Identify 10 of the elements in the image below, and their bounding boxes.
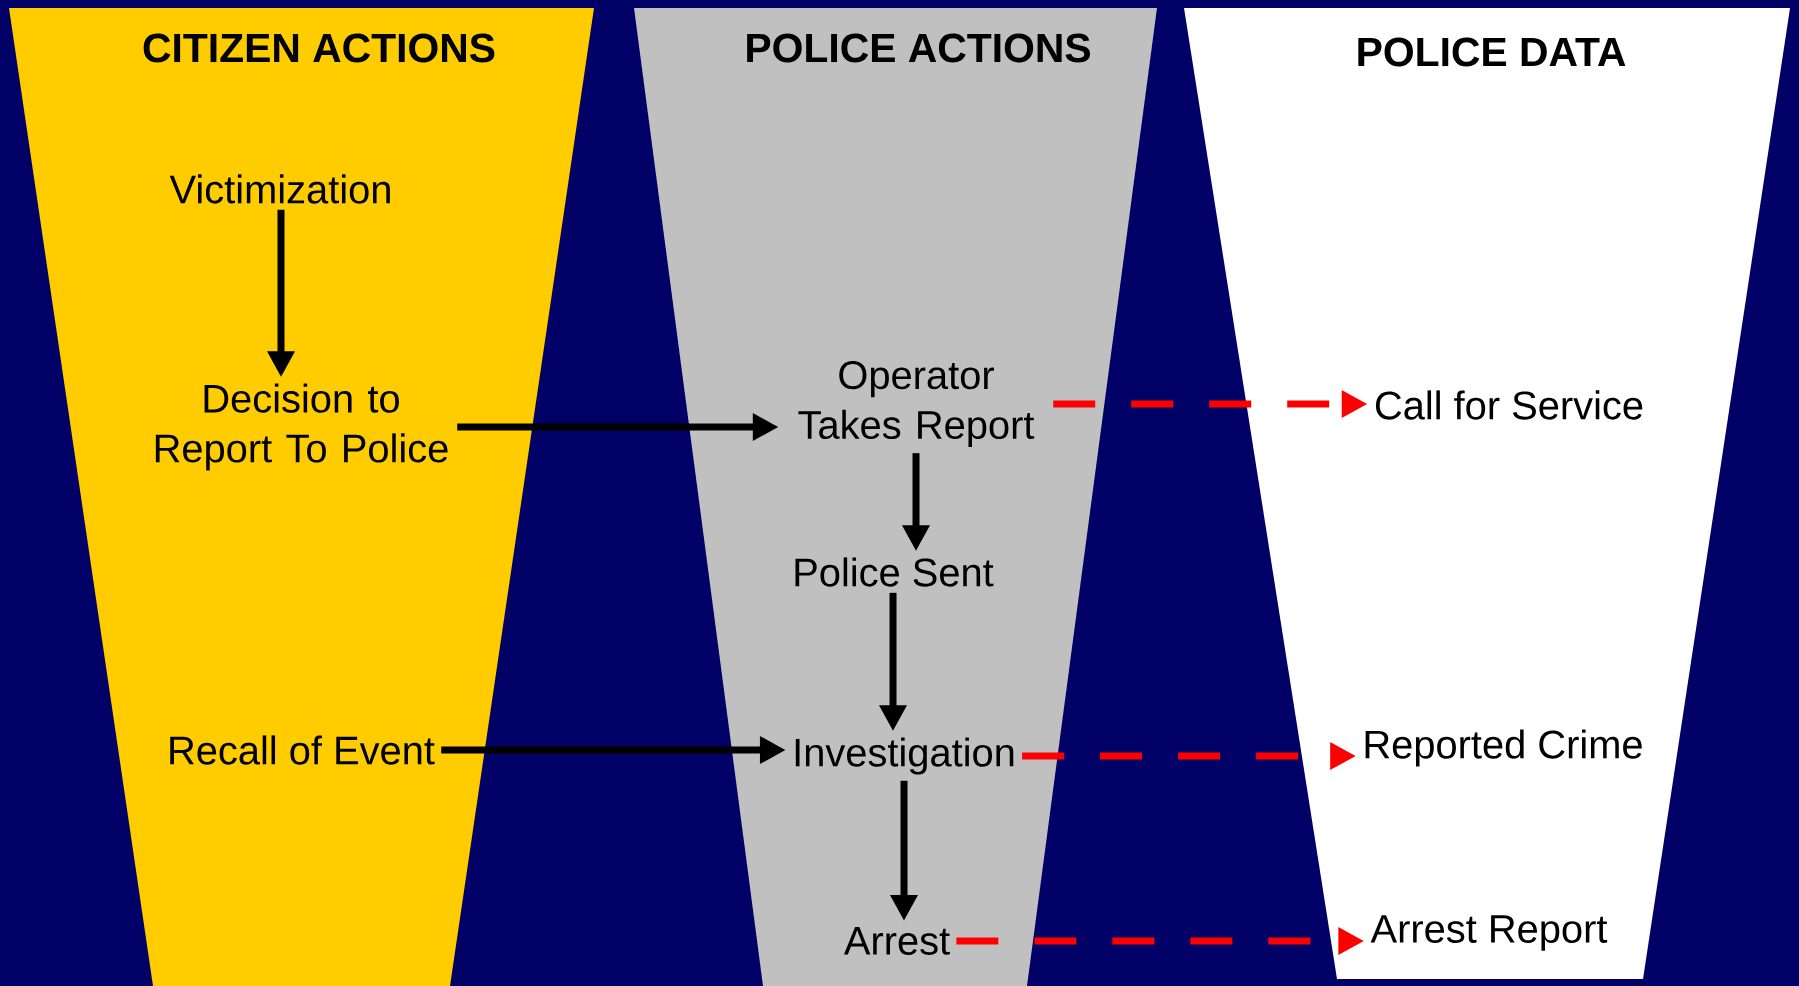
step-label: Reported Crime <box>1365 729 1642 767</box>
step-label: Investigation <box>795 737 1014 775</box>
step-label: Operator Takes Report <box>798 361 1035 447</box>
step-label: Recall of Event <box>170 735 435 765</box>
step-label: Arrest <box>843 927 950 955</box>
step-label: Call for Service <box>1375 390 1643 420</box>
step-label: Arrest Report <box>1370 915 1608 951</box>
step-label: Decision to Report To Police <box>155 383 448 471</box>
step-label: Victimization <box>169 174 390 204</box>
step-label: Police Sent <box>795 557 994 587</box>
